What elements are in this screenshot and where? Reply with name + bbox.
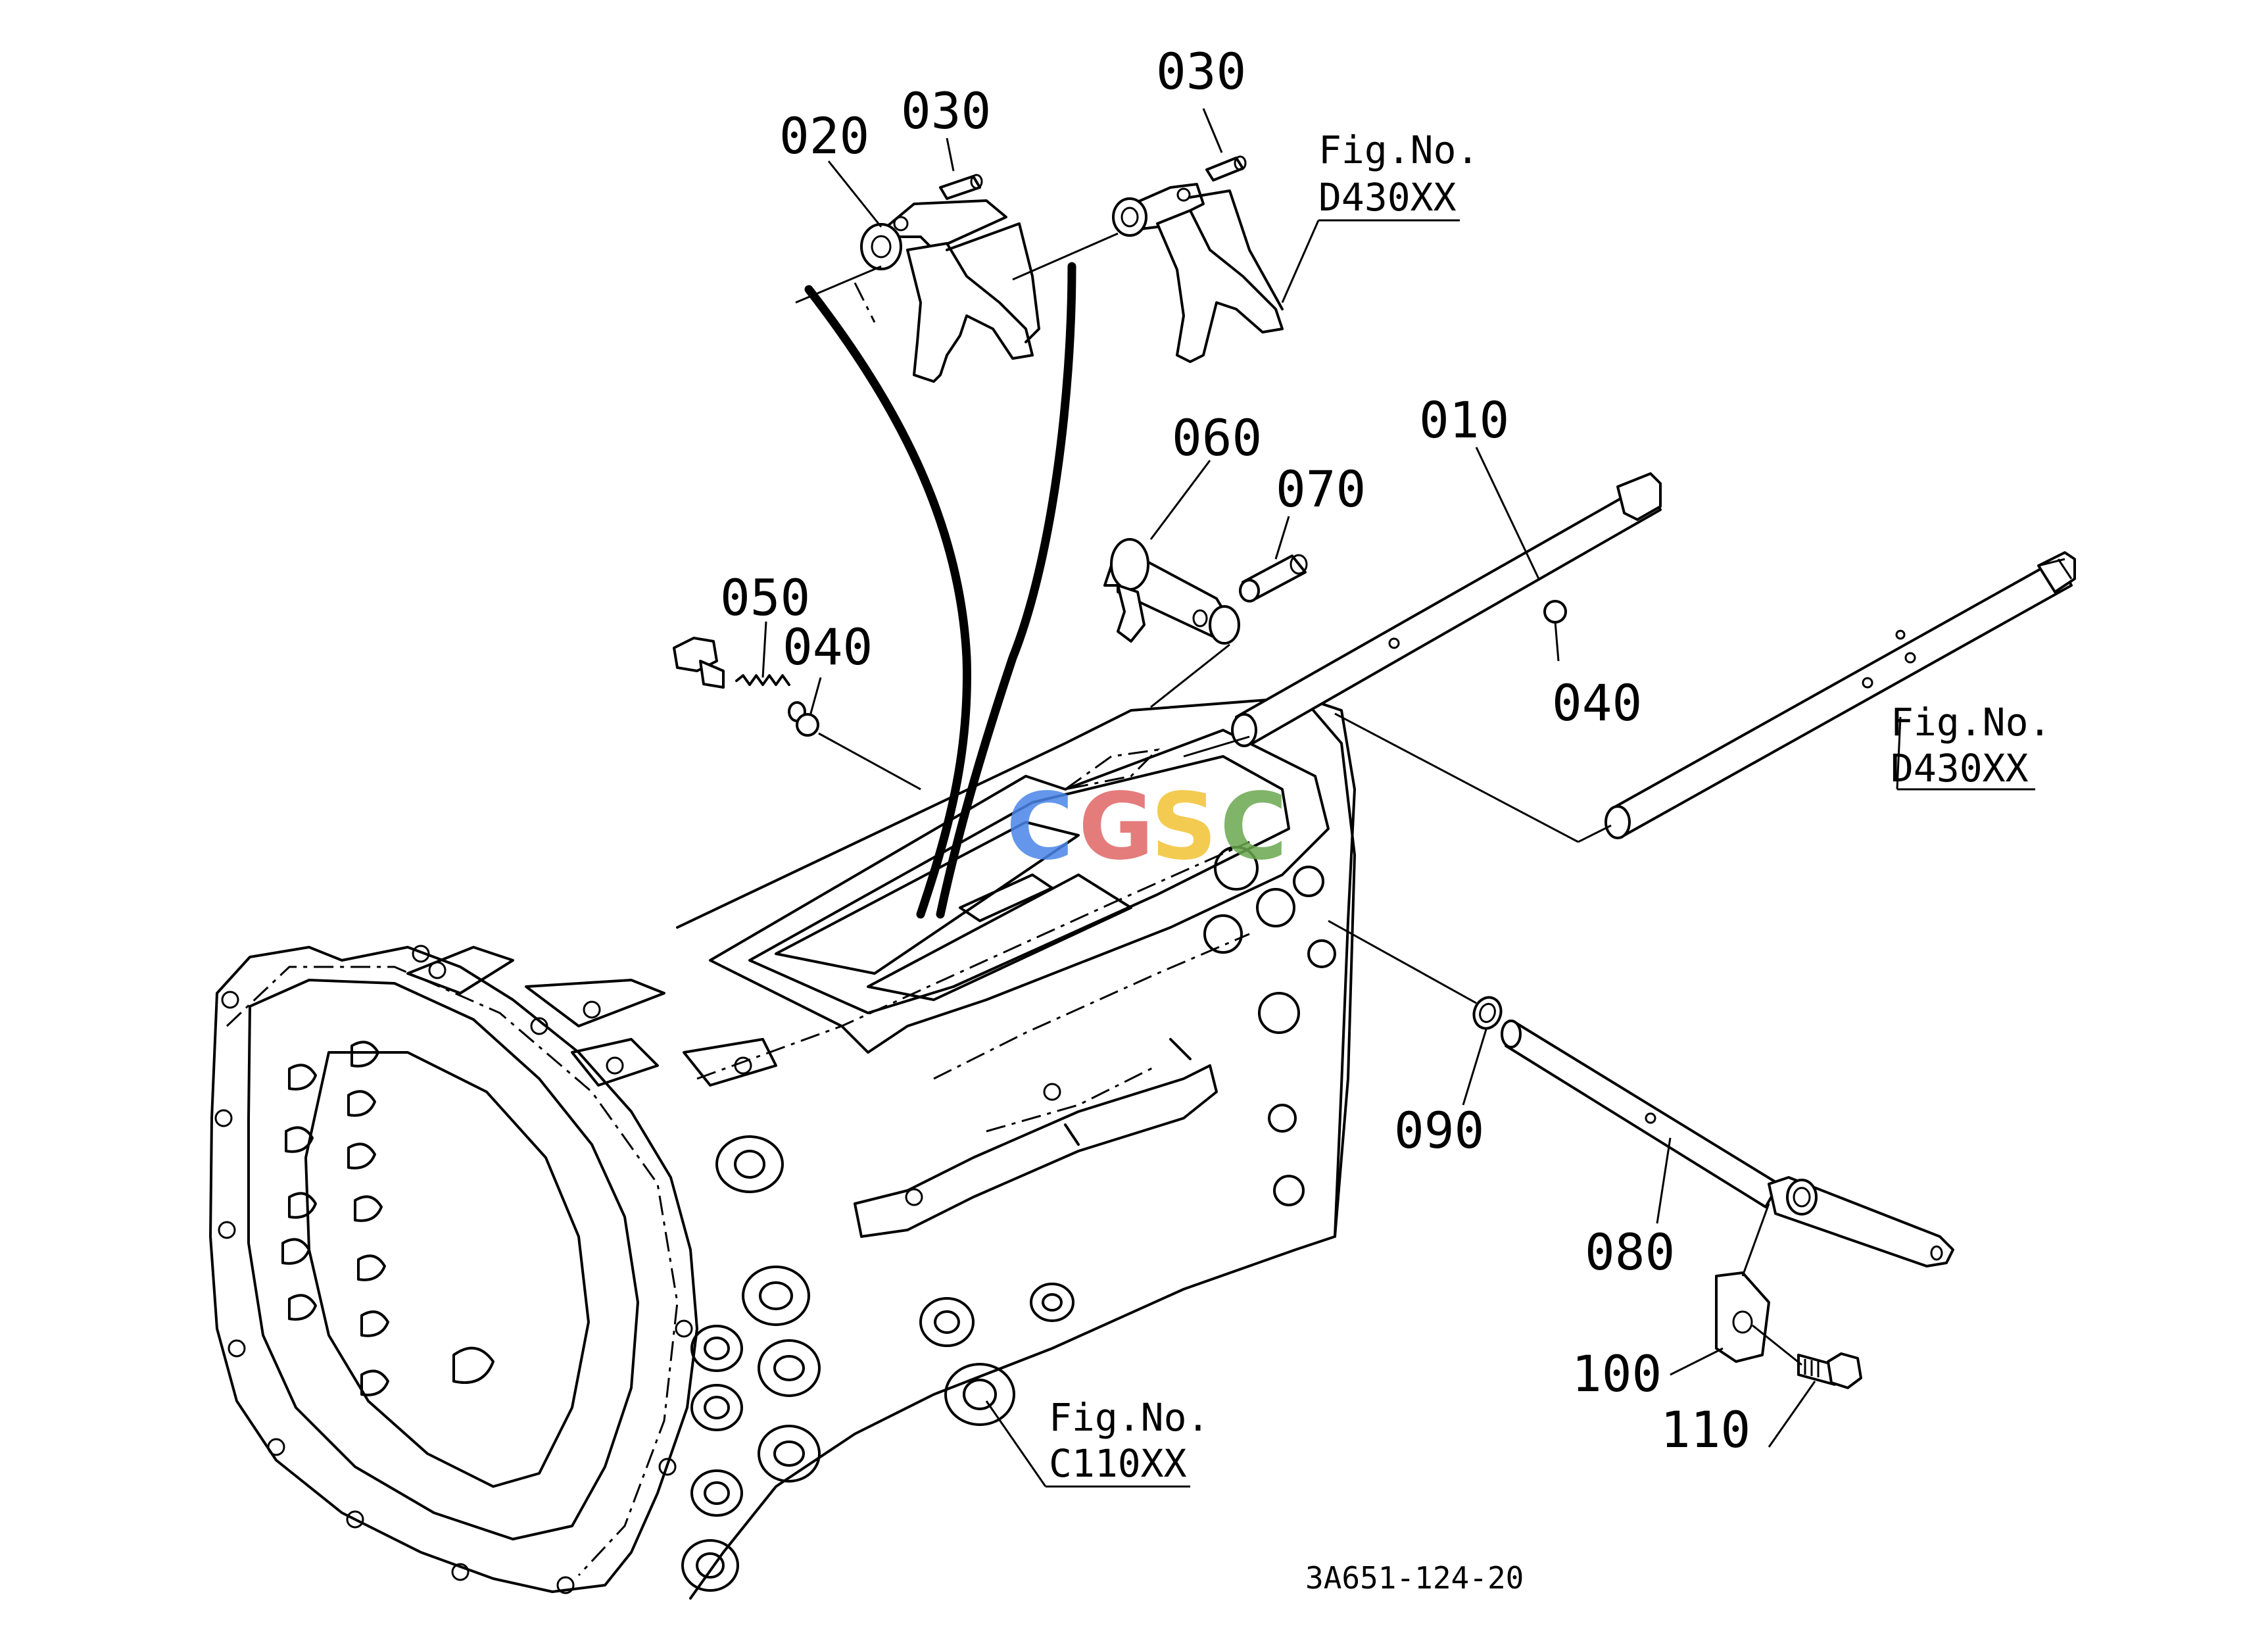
transmission-case xyxy=(209,696,1356,1600)
label-040a: 040 xyxy=(783,618,873,676)
label-050: 050 xyxy=(720,568,810,627)
shift-cables xyxy=(804,262,1076,919)
bolt-110 xyxy=(1797,1352,1862,1389)
leader-lines xyxy=(761,108,2035,1488)
spring-pin-030b xyxy=(1205,155,1247,182)
shift-fork-020 xyxy=(860,199,1040,383)
watermark-letter-4: C xyxy=(1220,774,1288,881)
fig-ref-case-label: Fig.No. xyxy=(1049,1395,1209,1440)
watermark-letter-2: G xyxy=(1078,774,1154,881)
lock-plate-100 xyxy=(1715,1271,1770,1363)
part-labels: 020 030 030 060 070 010 050 040 040 090 … xyxy=(720,42,1750,1459)
watermark: C G S C xyxy=(1006,774,1288,881)
label-100: 100 xyxy=(1572,1344,1662,1403)
steel-ball-040b xyxy=(1543,600,1567,624)
reference-shift-fork xyxy=(1112,183,1284,363)
spring-pin-070 xyxy=(1239,554,1308,602)
shift-arm-060 xyxy=(1103,538,1240,645)
fig-ref-rod-label: Fig.No. xyxy=(1891,700,2051,745)
reference-shift-rod xyxy=(1604,551,2076,839)
fig-ref-fork-code: D430XX xyxy=(1318,175,1457,220)
fig-ref-fork-label: Fig.No. xyxy=(1318,128,1479,172)
figure-references: Fig.No. D430XX Fig.No. D430XX Fig.No. C1… xyxy=(1049,128,2051,1486)
dash-link xyxy=(854,282,876,323)
label-040b: 040 xyxy=(1552,674,1642,732)
label-030a: 030 xyxy=(901,82,991,140)
label-010: 010 xyxy=(1419,391,1509,449)
spring-pin-030a xyxy=(939,174,983,200)
label-080: 080 xyxy=(1585,1223,1675,1281)
o-ring-090 xyxy=(1472,996,1503,1030)
drawing-code: 3A651-124-20 xyxy=(1305,1560,1524,1596)
label-020: 020 xyxy=(779,107,869,165)
shift-shaft-080 xyxy=(1501,1020,1954,1267)
label-030b: 030 xyxy=(1156,42,1246,101)
watermark-letter-3: S xyxy=(1151,774,1217,881)
label-110: 110 xyxy=(1660,1400,1750,1459)
steel-ball-040a xyxy=(796,713,819,737)
watermark-letter-1: C xyxy=(1006,774,1074,881)
fig-ref-case-code: C110XX xyxy=(1049,1441,1187,1486)
label-070: 070 xyxy=(1276,460,1366,518)
label-060: 060 xyxy=(1172,408,1262,467)
shift-rod-010 xyxy=(1231,472,1662,747)
fig-ref-rod-code: D430XX xyxy=(1891,746,2029,791)
label-090: 090 xyxy=(1394,1101,1484,1160)
